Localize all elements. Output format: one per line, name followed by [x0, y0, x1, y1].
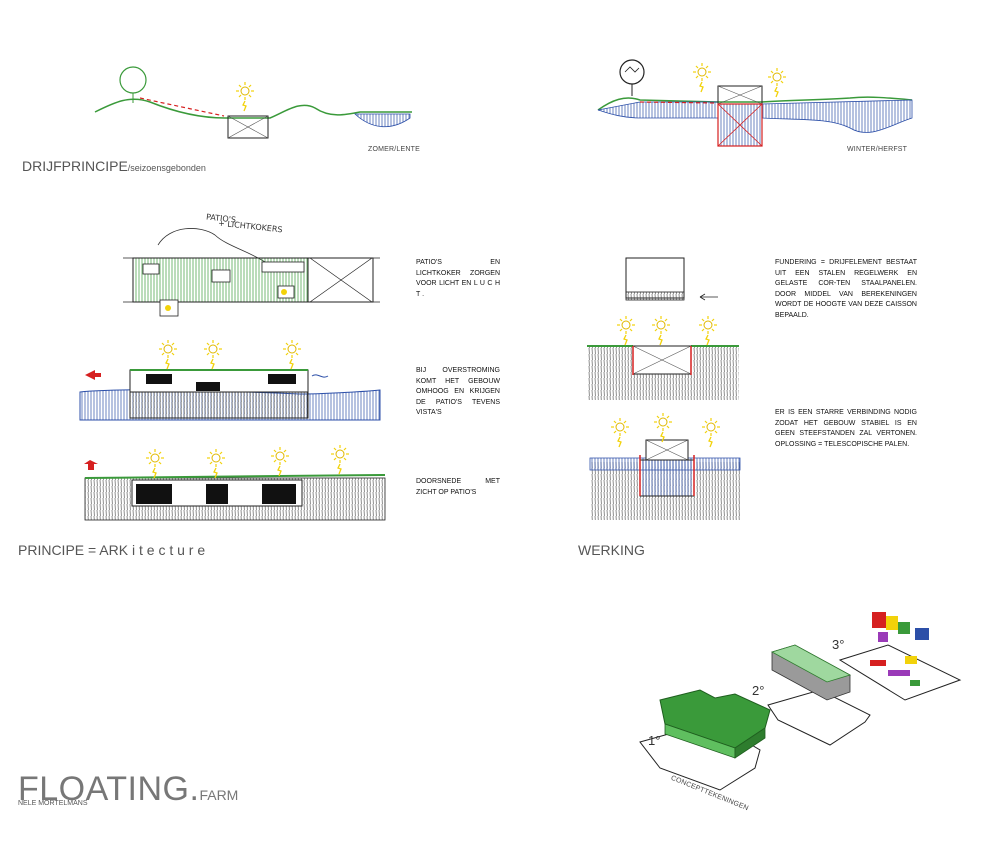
- arrow-icon: [85, 370, 101, 380]
- arrow-icon: [84, 460, 98, 470]
- concept-step-1: [639, 689, 771, 791]
- principe-section-flood: [79, 339, 381, 421]
- werking-note-2: ER IS EEN STARRE VERBINDING NODIG ZODAT …: [775, 409, 917, 448]
- caption-winter-herfst: WINTER/HERFST: [847, 146, 908, 153]
- principe-title: PRINCIPE = ARK i t e c t u r e: [18, 542, 206, 558]
- drijfprincipe-title: DRIJFPRINCIPE/seizoensgebonden: [22, 158, 206, 174]
- concept-step-1-label: 1°: [648, 733, 661, 748]
- brand-logo: FLOATING.FARM: [18, 770, 239, 808]
- werking-section-1: [587, 315, 739, 400]
- concept-step-3: [838, 612, 962, 701]
- principe-note-1: PATIO'S EN LICHTKOKER ZORGEN VOOR LICHT …: [416, 259, 500, 298]
- author-name: NELE MORTELMANS: [18, 800, 88, 807]
- werking-title: WERKING: [578, 542, 645, 558]
- principe-plan: [123, 228, 380, 317]
- principe-section-patios: [84, 444, 386, 521]
- principe-note-2: BIJ OVERSTROMING KOMT HET GEBOUW OMHOOG …: [416, 367, 500, 416]
- principe-note-3: DOORSNEDE MET ZICHT OP PATIO'S: [416, 478, 500, 496]
- diagram-winter-herfst: [597, 59, 913, 147]
- tree-icon: [119, 66, 147, 94]
- tree-icon: [619, 59, 645, 85]
- concept-step-2: [767, 644, 871, 746]
- caption-zomer-lente: ZOMER/LENTE: [368, 146, 420, 153]
- werking-caisson: [625, 257, 718, 301]
- werking-note-1: FUNDERING = DRIJFELEMENT BESTAAT UIT EEN…: [775, 259, 917, 319]
- concept-step-3-label: 3°: [832, 637, 845, 652]
- concept-step-2-label: 2°: [752, 683, 765, 698]
- diagram-zomer-lente: [94, 66, 412, 139]
- werking-section-2: [589, 412, 741, 520]
